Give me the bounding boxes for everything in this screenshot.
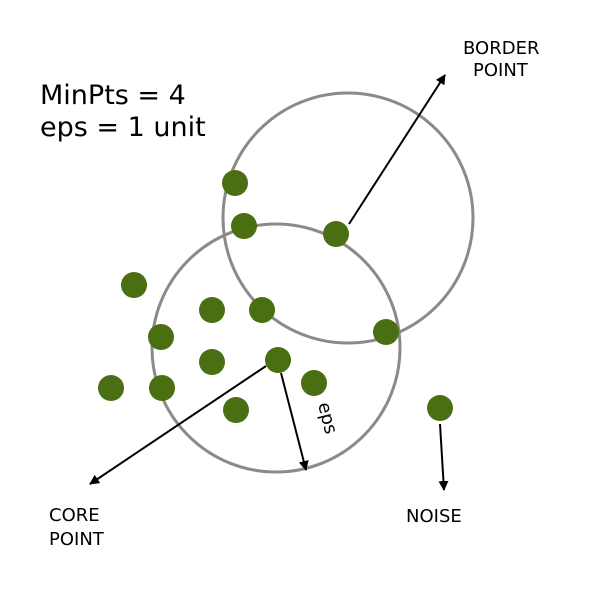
data-point bbox=[223, 397, 249, 423]
core-point-label-line2: POINT bbox=[49, 529, 105, 550]
noise-point-arrow bbox=[438, 423, 449, 491]
eps-param-label: eps = 1 unit bbox=[40, 112, 206, 143]
core-point-neighborhood-circle bbox=[150, 222, 402, 474]
data-point bbox=[199, 297, 225, 323]
data-point bbox=[301, 370, 327, 396]
eps-radius-arrow bbox=[280, 372, 309, 471]
noise-point bbox=[427, 395, 453, 421]
noise-point-label: NOISE bbox=[406, 506, 462, 527]
data-point bbox=[199, 349, 225, 375]
data-point bbox=[98, 375, 124, 401]
data-point bbox=[121, 272, 147, 298]
border-point-arrow bbox=[348, 74, 446, 225]
border-point bbox=[323, 221, 349, 247]
data-points bbox=[98, 170, 453, 423]
core-point bbox=[265, 347, 291, 373]
border-point-neighborhood-circle bbox=[221, 91, 475, 345]
core-point-arrow bbox=[89, 365, 267, 485]
data-point bbox=[249, 297, 275, 323]
data-point bbox=[148, 324, 174, 350]
data-point bbox=[222, 170, 248, 196]
border-point-label-line2: POINT bbox=[473, 60, 529, 81]
data-point bbox=[231, 213, 257, 239]
data-point bbox=[149, 375, 175, 401]
minpts-label: MinPts = 4 bbox=[40, 80, 186, 111]
border-point-label-line1: BORDER bbox=[463, 38, 539, 59]
data-point bbox=[373, 319, 399, 345]
eps-radius-label: eps bbox=[313, 400, 341, 436]
core-point-label-line1: CORE bbox=[49, 505, 100, 526]
